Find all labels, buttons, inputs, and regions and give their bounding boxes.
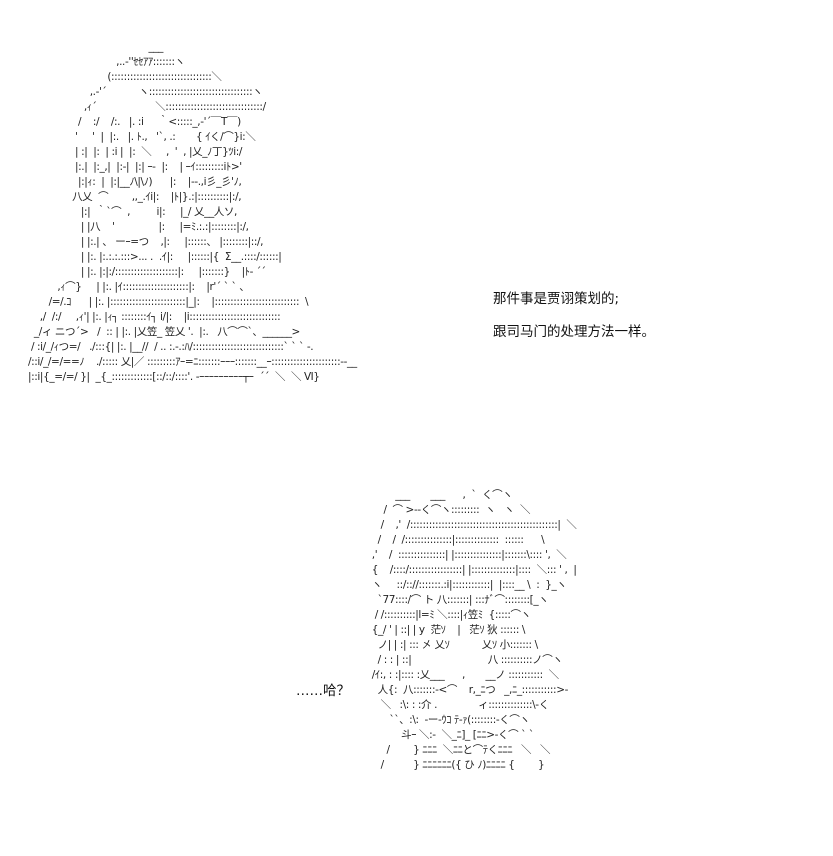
caption-line-1: 那件事是贾诩策划的; (493, 291, 620, 307)
ascii-art-figure-top: ___ ,..-''ｾｾｱｱ:::::::ヽ (::::::::::::::::… (28, 41, 357, 383)
ascii-art-figure-bottom: ___ ___ , ` く⌒ヽ / ⌒ >-‐く⌒ヽ::::::::: ヽ ヽ … (371, 489, 577, 771)
reply-caption: ……哈？ (296, 683, 350, 699)
caption-line-2: 跟司马门的处理方法一样。 (493, 324, 655, 340)
